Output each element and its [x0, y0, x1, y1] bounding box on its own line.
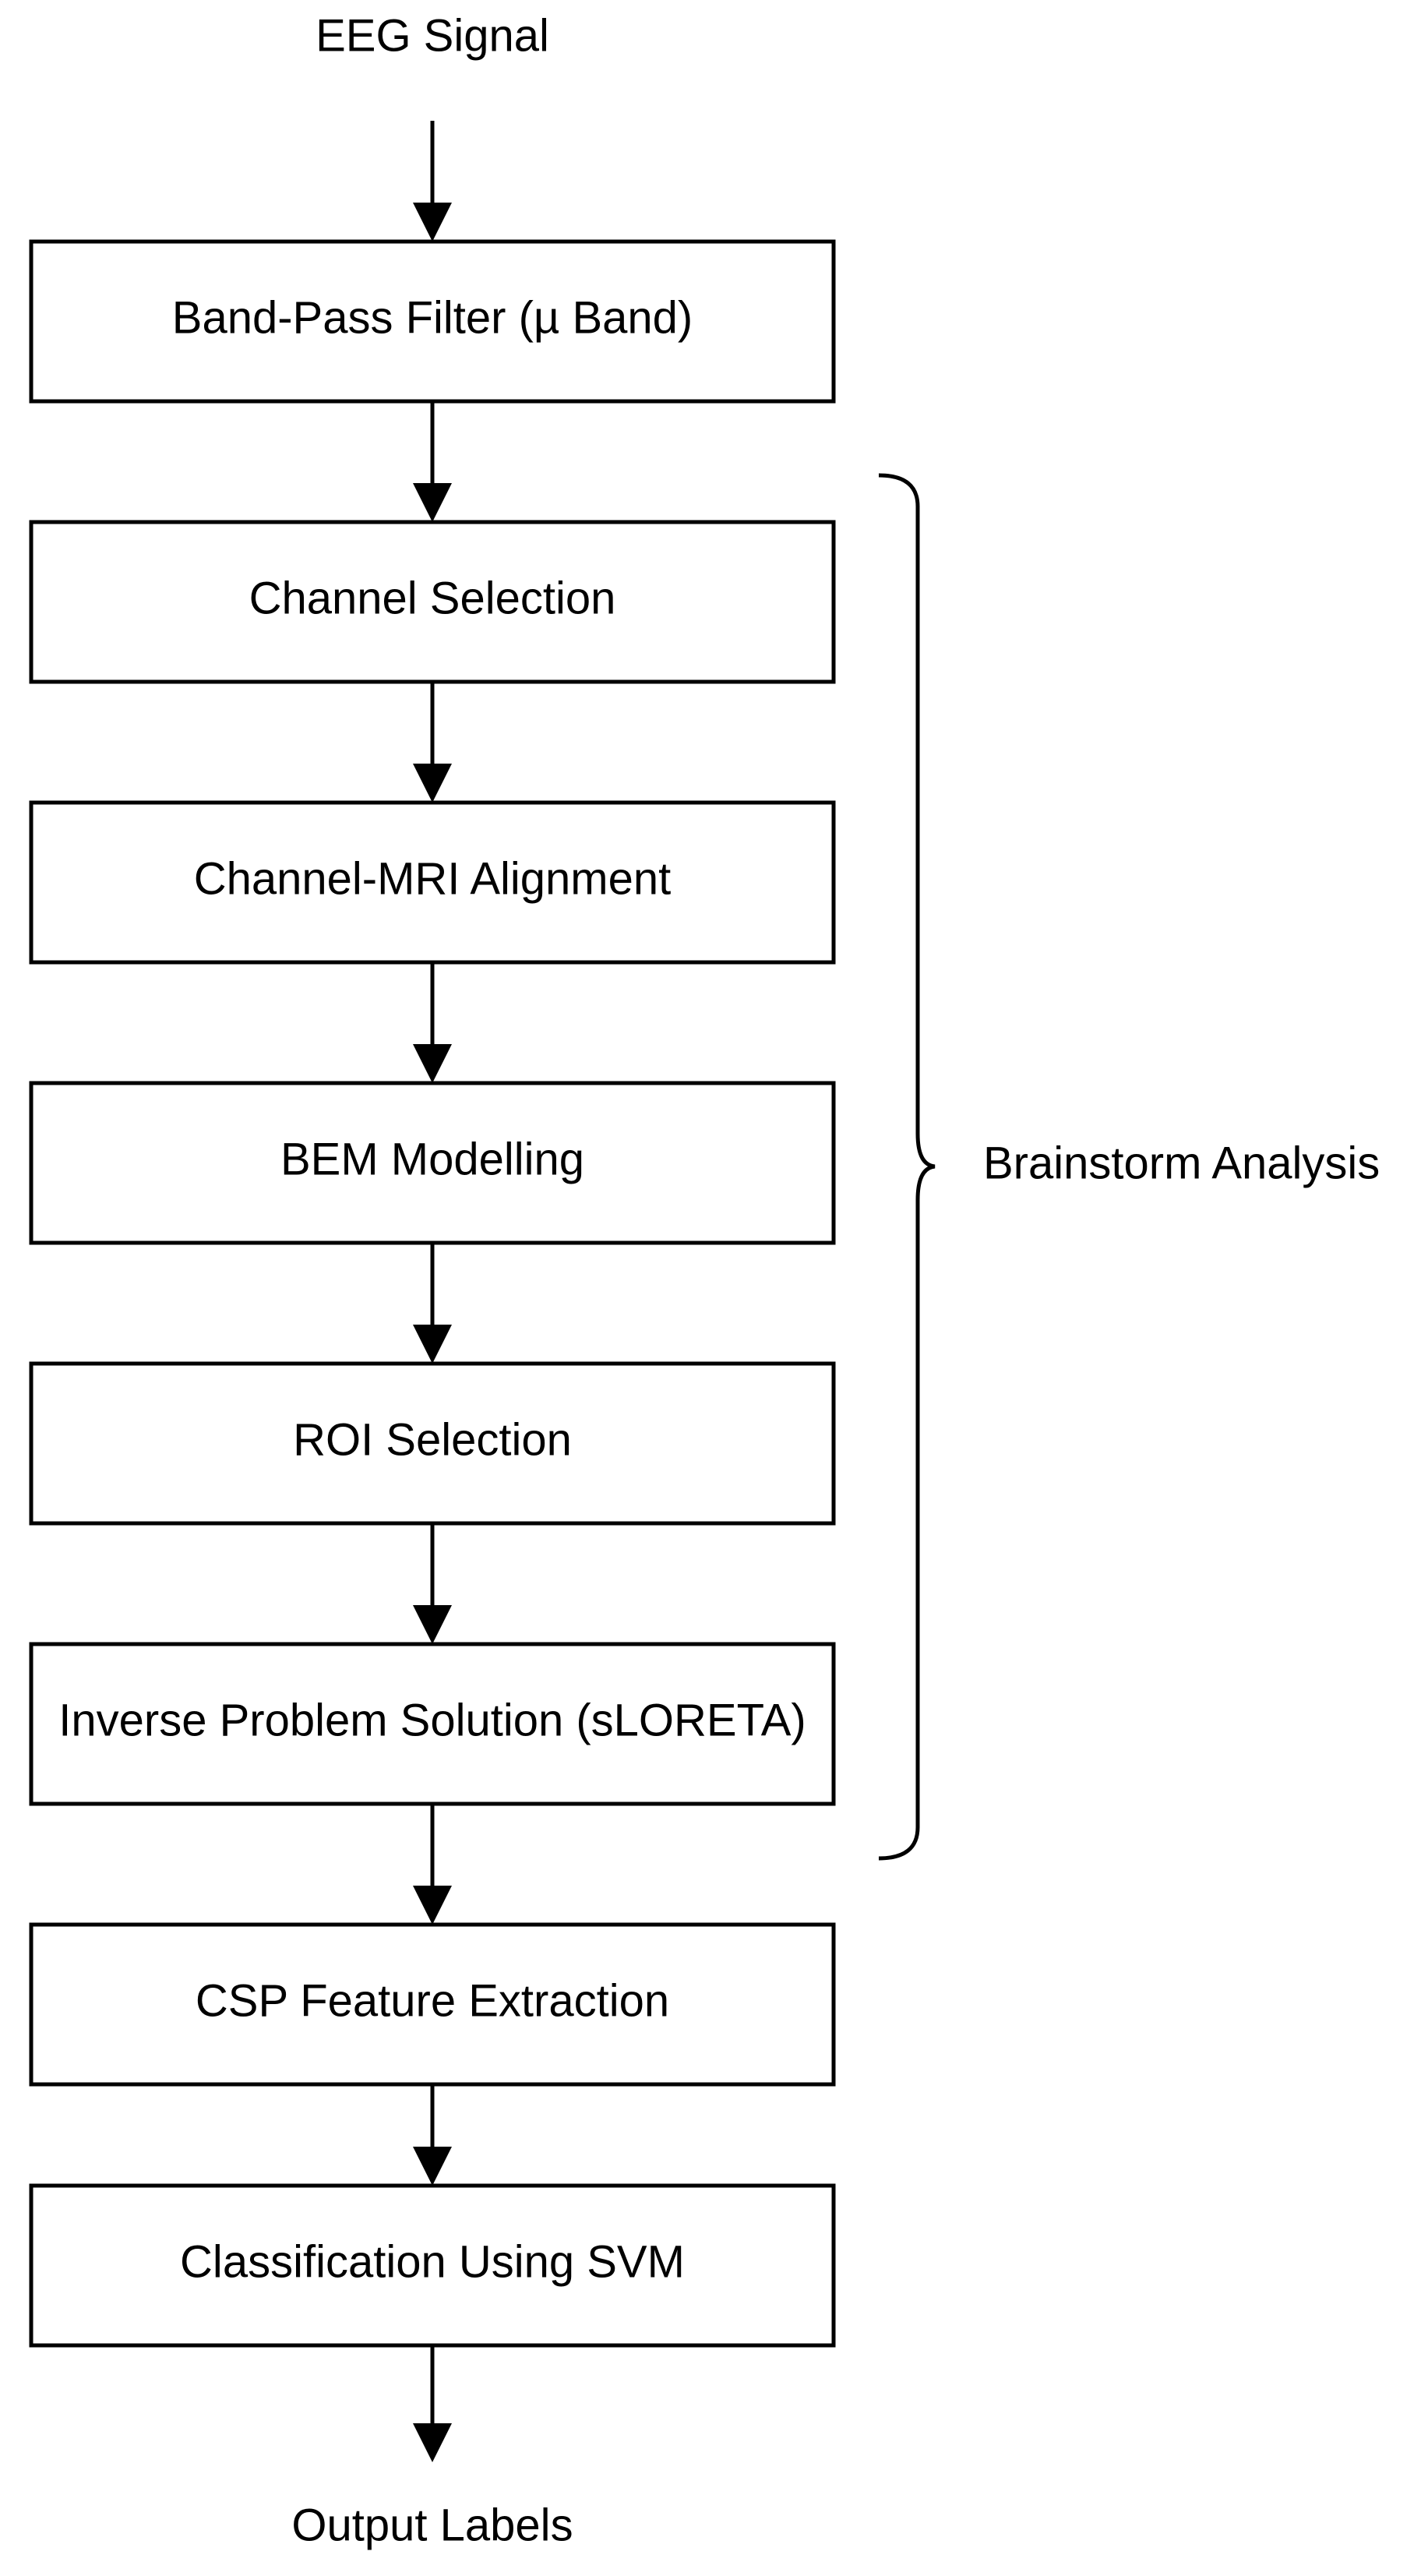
arrow-channel-selection-to-channel-mri-alignment [413, 682, 452, 803]
group-label: Brainstorm Analysis [983, 1138, 1380, 1188]
arrow-classification-to-output [413, 2345, 452, 2462]
arrow-bem-modelling-to-roi-selection [413, 1243, 452, 1364]
step-classification-using-svm: Classification Using SVM [29, 2183, 836, 2348]
step-roi-selection-label: ROI Selection [293, 1414, 572, 1465]
input-label: EEG Signal [316, 10, 549, 61]
arrow-input-to-band-pass-filter [413, 121, 452, 242]
step-inverse-problem-solution-label: Inverse Problem Solution (sLORETA) [58, 1695, 806, 1745]
arrow-csp-feature-extraction-to-classification [413, 2084, 452, 2186]
step-csp-feature-extraction: CSP Feature Extraction [29, 1922, 836, 2087]
arrow-inverse-problem-solution-to-csp-feature-extraction [413, 1804, 452, 1925]
output-label: Output Labels [291, 2500, 573, 2550]
group-bracket [878, 473, 936, 1861]
step-channel-selection: Channel Selection [29, 520, 836, 684]
step-classification-using-svm-label: Classification Using SVM [180, 2236, 685, 2287]
step-band-pass-filter: Band-Pass Filter (µ Band) [29, 239, 836, 404]
step-channel-mri-alignment-label: Channel-MRI Alignment [194, 853, 672, 904]
step-inverse-problem-solution: Inverse Problem Solution (sLORETA) [29, 1642, 836, 1806]
step-bem-modelling-label: BEM Modelling [280, 1134, 584, 1184]
arrow-roi-selection-to-inverse-problem-solution [413, 1523, 452, 1644]
step-roi-selection: ROI Selection [29, 1361, 836, 1526]
step-channel-mri-alignment: Channel-MRI Alignment [29, 800, 836, 965]
step-channel-selection-label: Channel Selection [249, 573, 616, 623]
step-band-pass-filter-label: Band-Pass Filter (µ Band) [172, 292, 693, 343]
arrow-band-pass-filter-to-channel-selection [413, 401, 452, 522]
step-bem-modelling: BEM Modelling [29, 1081, 836, 1245]
step-csp-feature-extraction-label: CSP Feature Extraction [196, 1975, 669, 2026]
arrow-channel-mri-alignment-to-bem-modelling [413, 962, 452, 1083]
